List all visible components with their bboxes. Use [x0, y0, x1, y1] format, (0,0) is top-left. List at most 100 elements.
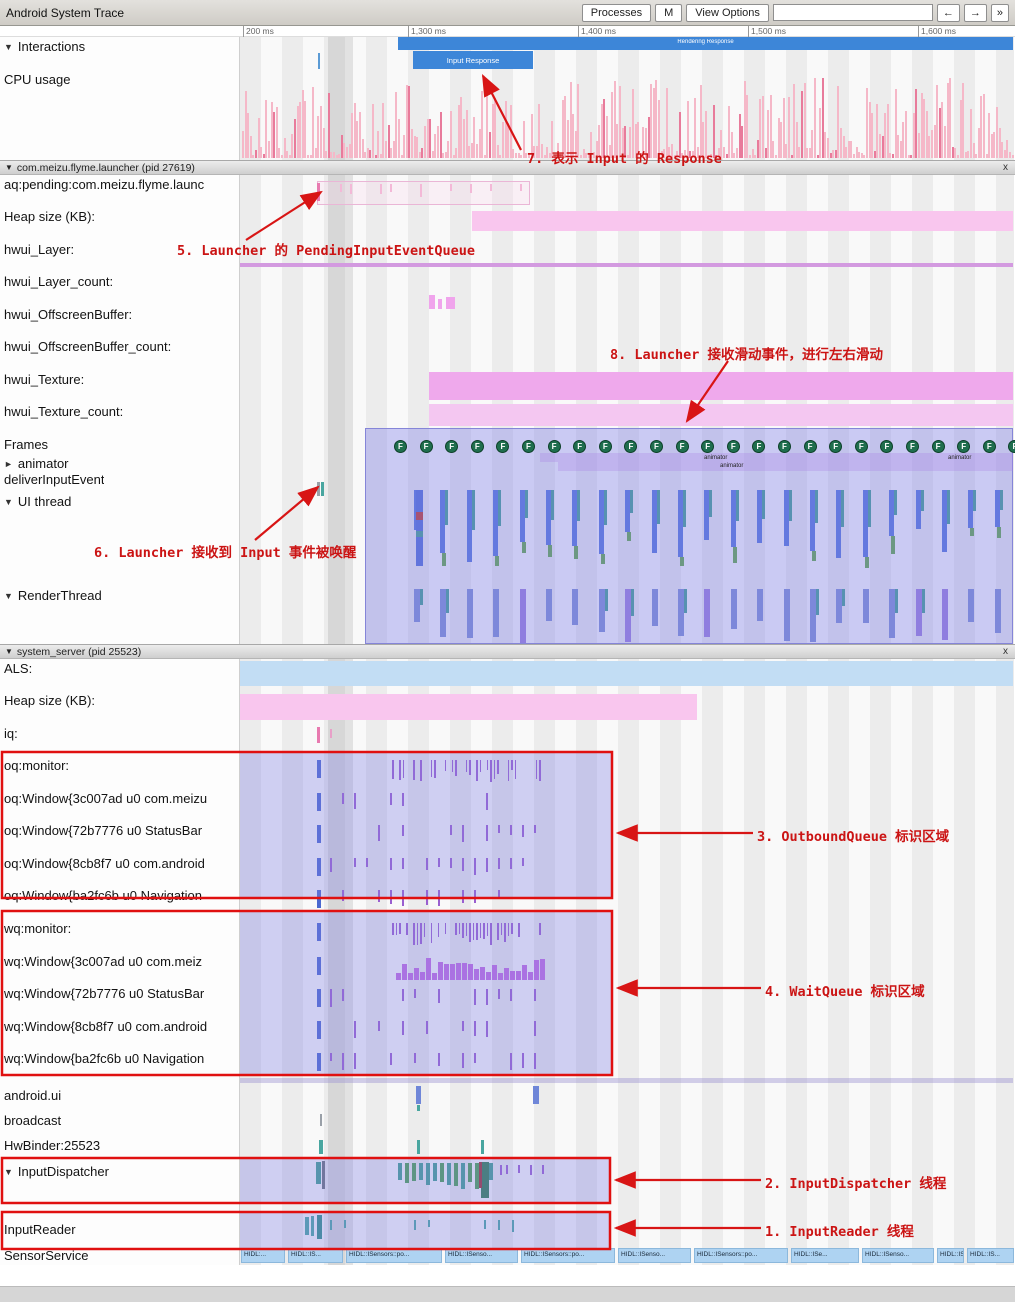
cpu-spike — [304, 100, 307, 158]
cpu-spike — [876, 103, 879, 158]
cpu-spike — [244, 90, 247, 158]
cpu-spike — [988, 113, 991, 158]
close-icon[interactable]: x — [1003, 162, 1008, 173]
cpu-spike — [855, 147, 858, 158]
cpu-spike — [808, 147, 811, 158]
cpu-spike — [860, 152, 863, 158]
cpu-spike — [634, 123, 637, 158]
cpu-spike — [801, 91, 803, 158]
processes-button[interactable]: Processes — [581, 3, 652, 22]
cpu-spike — [343, 143, 346, 158]
nav-end-button[interactable]: » — [990, 3, 1009, 22]
cpu-spike — [528, 153, 530, 158]
cpu-spike — [275, 106, 278, 158]
cpu-spike — [1011, 154, 1014, 158]
cpu-spike — [400, 154, 403, 158]
cpu-spike — [437, 125, 439, 158]
cpu-spike — [671, 143, 673, 158]
metrics-button[interactable]: M — [655, 3, 683, 22]
cpu-spike — [439, 111, 442, 158]
cpu-spike — [255, 149, 257, 158]
cpu-spike — [629, 126, 632, 158]
cpu-spike — [892, 153, 894, 158]
cpu-spike — [473, 117, 476, 158]
cpu-spike — [684, 150, 686, 158]
cpu-spike — [291, 133, 294, 158]
cpu-spike — [795, 122, 798, 158]
close-icon[interactable]: x — [1003, 646, 1008, 657]
cpu-spike — [803, 83, 806, 158]
cpu-spike — [520, 154, 523, 158]
cpu-spike — [902, 121, 905, 158]
view-options-button[interactable]: View Options — [686, 3, 769, 22]
cpu-spike — [741, 126, 744, 158]
collapse-arrow-icon[interactable]: ▼ — [5, 647, 13, 656]
cpu-spike — [850, 140, 853, 158]
cpu-spike — [733, 152, 736, 158]
cpu-spike — [257, 118, 260, 158]
cpu-spike — [751, 148, 754, 158]
cpu-spike — [533, 145, 536, 158]
cpu-spike — [863, 155, 866, 158]
cpu-spike — [980, 95, 983, 158]
cpu-spike — [632, 88, 634, 158]
cpu-spike — [286, 150, 289, 158]
cpu-spike — [455, 147, 458, 158]
cpu-spike — [928, 135, 931, 158]
nav-left-button[interactable]: ← — [936, 3, 960, 22]
cpu-spike — [270, 101, 273, 158]
cpu-spike — [377, 131, 380, 158]
cpu-spike — [769, 95, 772, 158]
cpu-spike — [606, 115, 608, 158]
cpu-spike — [403, 135, 406, 158]
cpu-spike — [788, 97, 790, 158]
cpu-spike — [678, 111, 681, 158]
cpu-spike — [301, 90, 304, 158]
cpu-spike — [338, 153, 341, 158]
search-input[interactable] — [772, 4, 933, 21]
cpu-spike — [616, 123, 619, 158]
cpu-spike — [463, 119, 465, 158]
cpu-spike — [299, 102, 302, 158]
cpu-spike — [912, 112, 915, 158]
cpu-spike — [720, 129, 723, 158]
cpu-spike — [530, 113, 533, 158]
cpu-spike — [249, 136, 252, 158]
cpu-spike — [767, 109, 770, 158]
cpu-spike — [920, 92, 923, 158]
cpu-spike — [938, 108, 941, 158]
cpu-spike — [858, 151, 861, 158]
cpu-spike — [405, 85, 408, 158]
cpu-spike — [814, 77, 816, 158]
process-section-launcher[interactable]: ▼ com.meizu.flyme.launcher (pid 27619) x — [0, 160, 1015, 175]
cpu-spike — [925, 110, 928, 158]
collapse-arrow-icon[interactable]: ▼ — [5, 163, 13, 172]
rendering-response-label: Rendering Response — [677, 39, 734, 45]
cpu-spike — [611, 92, 614, 158]
process-section-system-server[interactable]: ▼ system_server (pid 25523) x — [0, 644, 1015, 659]
cpu-spike — [663, 149, 666, 158]
cpu-spike — [689, 151, 692, 158]
cpu-spike — [793, 83, 796, 158]
cpu-spike — [595, 141, 598, 158]
cpu-spike — [554, 154, 556, 158]
cpu-spike — [372, 104, 374, 158]
cpu-spike — [834, 150, 837, 158]
ruler-tick: 1,500 ms — [748, 26, 786, 37]
cpu-spike — [587, 153, 590, 158]
cpu-spike — [483, 154, 486, 158]
cpu-spike — [889, 153, 892, 158]
cpu-spike — [348, 143, 351, 158]
cpu-spike — [936, 84, 939, 158]
cpu-spike — [327, 93, 330, 158]
section-title: system_server (pid 25523) — [16, 645, 142, 658]
nav-right-button[interactable]: → — [963, 3, 987, 22]
cpu-spike — [387, 125, 390, 158]
cpu-spike — [697, 146, 699, 158]
cpu-spike — [749, 154, 751, 158]
cpu-spike — [335, 154, 338, 158]
cpu-spike — [426, 119, 429, 158]
cpu-spike — [983, 93, 985, 158]
cpu-spike — [775, 155, 777, 158]
